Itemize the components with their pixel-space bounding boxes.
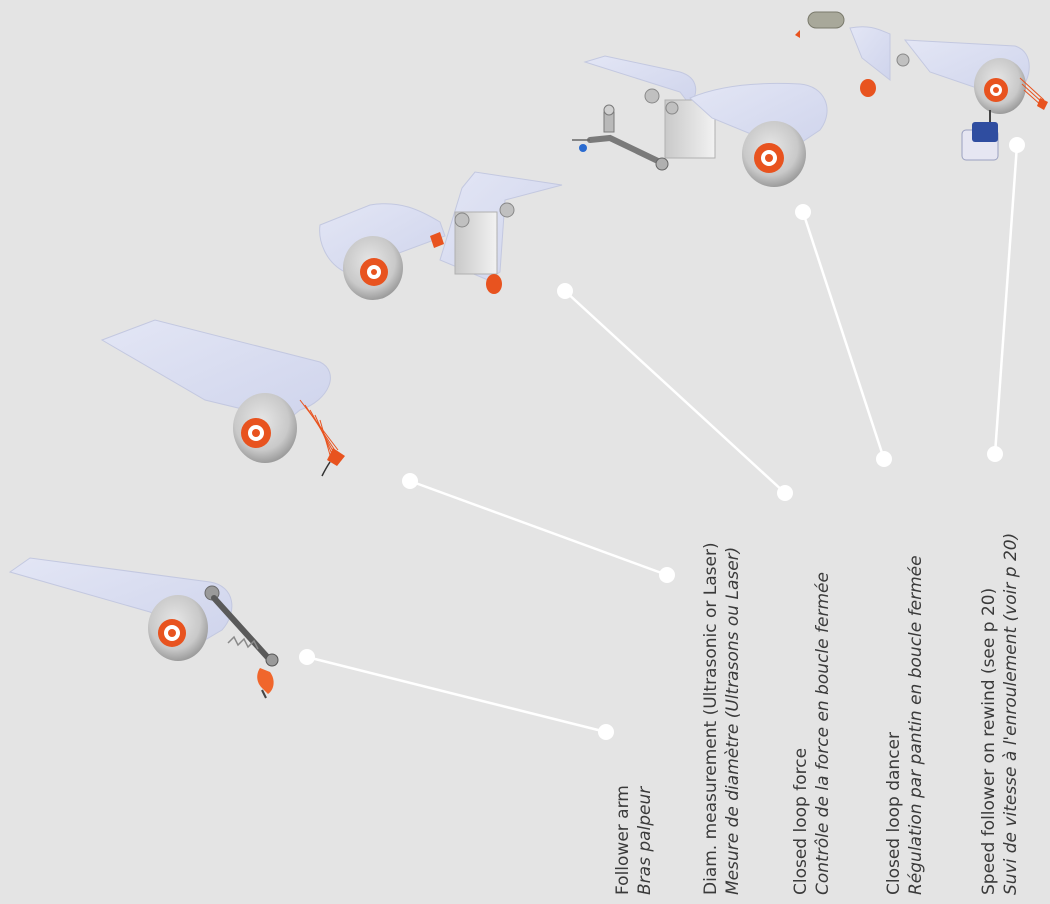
ultrasonic-beam [300,400,338,455]
web-roll [343,236,403,300]
label-en: Speed follower on rewind (see p 20) [978,0,1000,895]
leader-line-follower-arm [299,649,614,740]
label-diameter-measurement: Diam. measurement (Ultrasonic or Laser) … [700,0,744,895]
closed-loop-force-illustration [320,172,562,300]
leader-line-force [557,283,793,501]
label-en: Follower arm [612,0,634,895]
label-fr: Régulation par pantin en boucle fermée [905,0,927,895]
label-follower-arm: Follower arm Bras palpeur [612,0,656,895]
label-fr: Mesure de diamètre (Ultrasons ou Laser) [722,0,744,895]
follower-arm-illustration [10,558,278,698]
label-speed-follower: Speed follower on rewind (see p 20) Suvi… [978,0,1022,895]
follower-arm [205,586,278,698]
web-roll [148,595,208,661]
label-fr: Suvi de vitesse à l'enroulement (voir p … [1000,0,1022,895]
label-en: Diam. measurement (Ultrasonic or Laser) [700,0,722,895]
label-closed-loop-dancer: Closed loop dancer Régulation par pantin… [883,0,927,895]
label-fr: Bras palpeur [634,0,656,895]
label-en: Closed loop force [790,0,812,895]
diameter-sensor-illustration [102,320,345,476]
label-en: Closed loop dancer [883,0,905,895]
label-fr: Contrôle de la force en boucle fermée [812,0,834,895]
web-roll [233,393,297,463]
label-closed-loop-force: Closed loop force Contrôle de la force e… [790,0,834,895]
